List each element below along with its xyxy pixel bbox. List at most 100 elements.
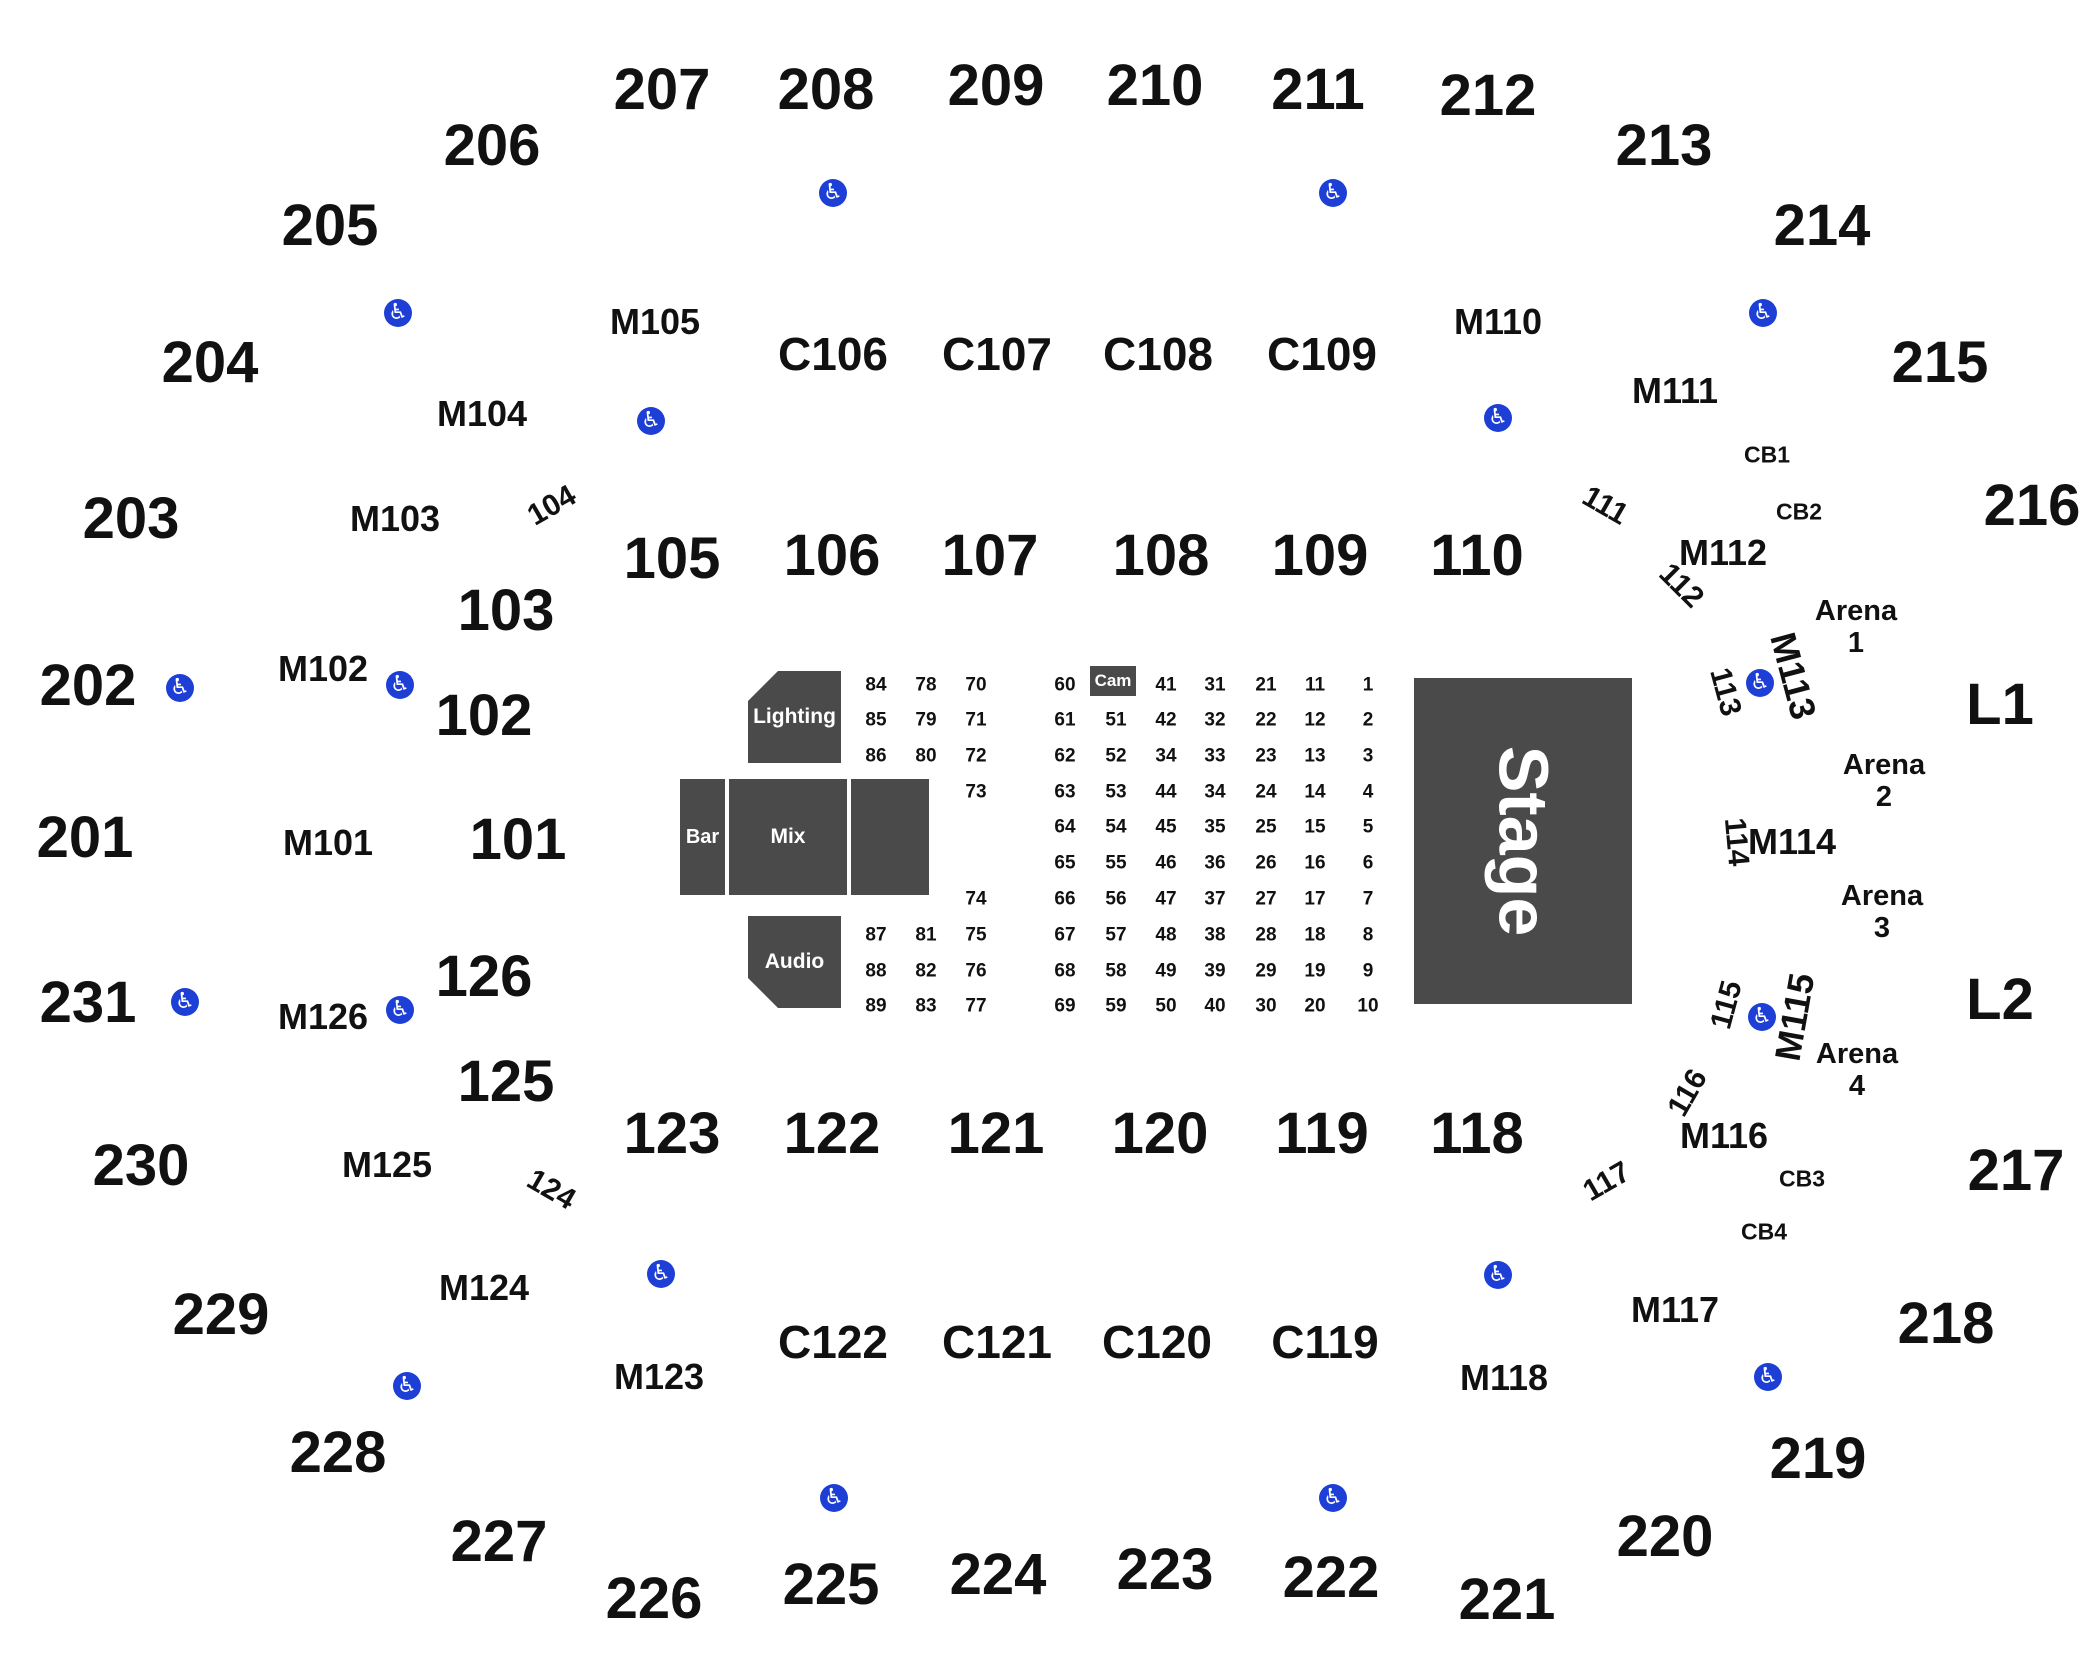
floor-row-82[interactable]: 82 [915, 960, 937, 982]
floor-row-34[interactable]: 34 [1155, 745, 1177, 767]
floor-row-76[interactable]: 76 [965, 960, 987, 982]
floor-row-27[interactable]: 27 [1255, 888, 1277, 910]
section-m113[interactable]: M113 [1762, 628, 1825, 724]
floor-row-29[interactable]: 29 [1255, 960, 1277, 982]
floor-row-77[interactable]: 77 [965, 995, 987, 1017]
section-218[interactable]: 218 [1897, 1291, 1995, 1356]
section-229[interactable]: 229 [172, 1282, 270, 1347]
section-210[interactable]: 210 [1106, 53, 1204, 118]
section-m116[interactable]: M116 [1679, 1115, 1769, 1156]
section-c119[interactable]: C119 [1271, 1316, 1379, 1368]
section-204[interactable]: 204 [161, 330, 259, 395]
section-123[interactable]: 123 [623, 1101, 721, 1166]
section-m103[interactable]: M103 [349, 498, 441, 539]
floor-row-10[interactable]: 10 [1357, 995, 1379, 1017]
section-201[interactable]: 201 [36, 805, 134, 870]
section-228[interactable]: 228 [289, 1420, 387, 1485]
floor-row-48[interactable]: 48 [1155, 924, 1177, 946]
section-211[interactable]: 211 [1271, 57, 1365, 122]
floor-row-80[interactable]: 80 [915, 745, 937, 767]
section-m115[interactable]: M115 [1766, 969, 1823, 1064]
section-115[interactable]: 115 [1704, 977, 1749, 1033]
floor-row-59[interactable]: 59 [1105, 995, 1127, 1017]
floor-row-2[interactable]: 2 [1362, 709, 1374, 731]
floor-row-7[interactable]: 7 [1362, 888, 1374, 910]
section-208[interactable]: 208 [777, 57, 875, 122]
floor-row-37[interactable]: 37 [1204, 888, 1226, 910]
floor-row-36[interactable]: 36 [1204, 852, 1226, 874]
floor-row-68[interactable]: 68 [1054, 960, 1076, 982]
section-103[interactable]: 103 [457, 578, 555, 643]
floor-row-42[interactable]: 42 [1155, 709, 1177, 731]
floor-row-65[interactable]: 65 [1054, 852, 1076, 874]
floor-row-13[interactable]: 13 [1304, 745, 1326, 767]
section-108[interactable]: 108 [1112, 523, 1210, 588]
section-217[interactable]: 217 [1967, 1138, 2065, 1203]
floor-row-6[interactable]: 6 [1362, 852, 1374, 874]
floor-row-1[interactable]: 1 [1362, 674, 1374, 696]
section-117[interactable]: 117 [1577, 1155, 1636, 1208]
section-m118[interactable]: M118 [1459, 1357, 1549, 1398]
floor-row-54[interactable]: 54 [1105, 816, 1127, 838]
section-107[interactable]: 107 [941, 523, 1039, 588]
floor-row-28[interactable]: 28 [1255, 924, 1277, 946]
section-226[interactable]: 226 [605, 1566, 703, 1631]
floor-row-56[interactable]: 56 [1105, 888, 1127, 910]
section-m114[interactable]: M114 [1747, 821, 1837, 862]
floor-row-5[interactable]: 5 [1362, 816, 1374, 838]
floor-row-32[interactable]: 32 [1204, 709, 1226, 731]
section-104[interactable]: 104 [521, 478, 582, 533]
section-113[interactable]: 113 [1703, 664, 1748, 720]
section-122[interactable]: 122 [783, 1101, 881, 1166]
section-c121[interactable]: C121 [942, 1316, 1052, 1368]
floor-row-79[interactable]: 79 [915, 709, 937, 731]
section-214[interactable]: 214 [1773, 193, 1871, 258]
section-m104[interactable]: M104 [436, 393, 528, 434]
section-116[interactable]: 116 [1661, 1063, 1714, 1122]
floor-row-22[interactable]: 22 [1255, 709, 1277, 731]
floor-row-61[interactable]: 61 [1054, 709, 1076, 731]
floor-row-83[interactable]: 83 [915, 995, 937, 1017]
floor-row-55[interactable]: 55 [1105, 852, 1127, 874]
floor-row-8[interactable]: 8 [1362, 924, 1374, 946]
section-arena-3[interactable]: Arena 3 [1840, 880, 1924, 944]
section-106[interactable]: 106 [783, 523, 881, 588]
floor-row-63[interactable]: 63 [1054, 781, 1076, 803]
floor-row-44[interactable]: 44 [1155, 781, 1177, 803]
section-220[interactable]: 220 [1616, 1504, 1714, 1569]
floor-row-75[interactable]: 75 [965, 924, 987, 946]
section-203[interactable]: 203 [82, 486, 180, 551]
floor-row-3[interactable]: 3 [1362, 745, 1374, 767]
section-121[interactable]: 121 [947, 1101, 1045, 1166]
floor-row-49[interactable]: 49 [1155, 960, 1177, 982]
section-215[interactable]: 215 [1891, 330, 1989, 395]
floor-row-17[interactable]: 17 [1304, 888, 1326, 910]
floor-row-86[interactable]: 86 [865, 745, 887, 767]
section-120[interactable]: 120 [1111, 1101, 1209, 1166]
section-216[interactable]: 216 [1983, 473, 2081, 538]
floor-row-57[interactable]: 57 [1105, 924, 1127, 946]
section-202[interactable]: 202 [39, 653, 137, 718]
section-l2[interactable]: L2 [1966, 967, 2034, 1032]
floor-row-85[interactable]: 85 [865, 709, 887, 731]
floor-row-39[interactable]: 39 [1204, 960, 1226, 982]
floor-row-78[interactable]: 78 [915, 674, 937, 696]
section-231[interactable]: 231 [39, 970, 137, 1035]
section-124[interactable]: 124 [521, 1162, 582, 1217]
floor-row-81[interactable]: 81 [915, 924, 937, 946]
section-230[interactable]: 230 [92, 1133, 190, 1198]
floor-row-4[interactable]: 4 [1362, 781, 1374, 803]
section-223[interactable]: 223 [1116, 1537, 1214, 1602]
floor-row-25[interactable]: 25 [1255, 816, 1277, 838]
floor-row-51[interactable]: 51 [1105, 709, 1127, 731]
floor-row-88[interactable]: 88 [865, 960, 887, 982]
section-c106[interactable]: C106 [778, 328, 888, 380]
floor-row-71[interactable]: 71 [965, 709, 987, 731]
section-222[interactable]: 222 [1282, 1545, 1380, 1610]
floor-row-16[interactable]: 16 [1304, 852, 1326, 874]
section-m125[interactable]: M125 [341, 1144, 433, 1185]
section-m117[interactable]: M117 [1630, 1289, 1720, 1330]
section-109[interactable]: 109 [1271, 523, 1369, 588]
section-m124[interactable]: M124 [438, 1267, 530, 1308]
section-119[interactable]: 119 [1275, 1101, 1369, 1166]
